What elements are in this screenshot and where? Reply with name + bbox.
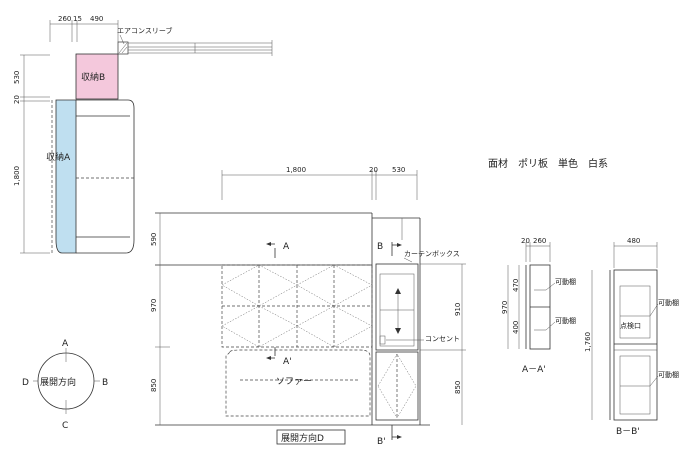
aircon-sleeve-box (117, 41, 129, 55)
sec-bb-shelf-label-2: 可動棚 (658, 370, 679, 379)
elev-dim-right-2: 850 (454, 381, 462, 394)
outlet-label: コンセント (425, 335, 460, 343)
sec-aa-dim-total: 970 (501, 301, 509, 314)
sec-bb-box (613, 269, 658, 421)
storage-a-box (55, 99, 77, 254)
section-bb: 480 1,760 可動棚 可動棚 点検口 B－B' (584, 237, 679, 437)
compass-dir-d: D (22, 378, 29, 388)
sofa-label: ソファー (276, 377, 312, 387)
aircon-sleeve-label: エアコンスリーブ (117, 26, 172, 35)
compass-dir-a: A (62, 339, 69, 349)
sofa-outline (225, 349, 371, 417)
direction-compass: 展開方向 A B C D (22, 339, 108, 431)
sec-aa-dim-side-2: 400 (512, 321, 520, 334)
elev-dim-left-3: 850 (150, 379, 158, 392)
sec-bb-dim-total: 1,760 (584, 332, 592, 352)
elev-section-b-prime-label: B' (377, 437, 386, 447)
elev-dim-right-1: 910 (454, 303, 462, 316)
sec-aa-dim-top-2: 260 (533, 237, 546, 245)
elevation-caption: 展開方向D (281, 432, 324, 444)
elevation-d: 1,800 20 530 590 970 850 910 850 (150, 166, 466, 447)
plan-dim-left-2: 20 (13, 95, 21, 104)
elev-section-b-label: B (377, 242, 383, 252)
storage-a-label: 収納A (46, 151, 71, 163)
storage-b-box (75, 53, 119, 100)
sec-aa-caption: A－A' (522, 365, 546, 375)
plan-dim-top-3: 490 (90, 15, 103, 23)
outlet-symbol (379, 335, 386, 345)
elev-dim-left-1: 590 (150, 233, 158, 246)
material-spec-text: 面材 ポリ板 単色 白系 (488, 157, 608, 170)
sec-bb-opening-label: 点検口 (620, 321, 641, 330)
compass-dir-b: B (102, 378, 108, 388)
sec-aa-dim-top-1: 20 (521, 237, 530, 245)
elev-dim-left-2: 970 (150, 299, 158, 312)
plan-dim-top-2: 15 (73, 15, 82, 23)
elev-dim-top-2: 20 (369, 166, 378, 174)
plan-dim-top-1: 260 (58, 15, 71, 23)
sec-bb-caption: B－B' (616, 427, 640, 437)
compass-center-label: 展開方向 (40, 376, 76, 388)
sec-aa-shelf-label-2: 可動棚 (555, 316, 576, 325)
plan-dim-left-1: 530 (13, 71, 21, 84)
tall-cabinet-lower (375, 351, 419, 421)
elev-section-a-prime-label: A' (283, 357, 292, 367)
storage-b-label: 収納B (81, 71, 105, 83)
sec-bb-shelf-label-1: 可動棚 (658, 298, 679, 307)
elevation-caption-box (276, 429, 346, 445)
elev-dim-top-3: 530 (392, 166, 405, 174)
section-aa: 20 260 970 470 400 可動棚 可動棚 A－A' (501, 237, 576, 375)
compass-dir-c: C (62, 421, 68, 431)
sec-aa-shelf-label-1: 可動棚 (555, 277, 576, 286)
sec-bb-dim-top: 480 (627, 237, 640, 245)
elev-section-a-label: A (283, 242, 290, 252)
sec-aa-dim-side-1: 470 (512, 279, 520, 292)
tall-cabinet-upper (375, 263, 419, 351)
curtain-box-label: カーテンボックス (404, 250, 460, 258)
plan-dim-left-3: 1,800 (13, 166, 21, 186)
elev-dim-top-1: 1,800 (286, 166, 306, 174)
plan-view: 260 15 490 エアコンスリーブ 収納B 収納A 53 (13, 15, 273, 254)
